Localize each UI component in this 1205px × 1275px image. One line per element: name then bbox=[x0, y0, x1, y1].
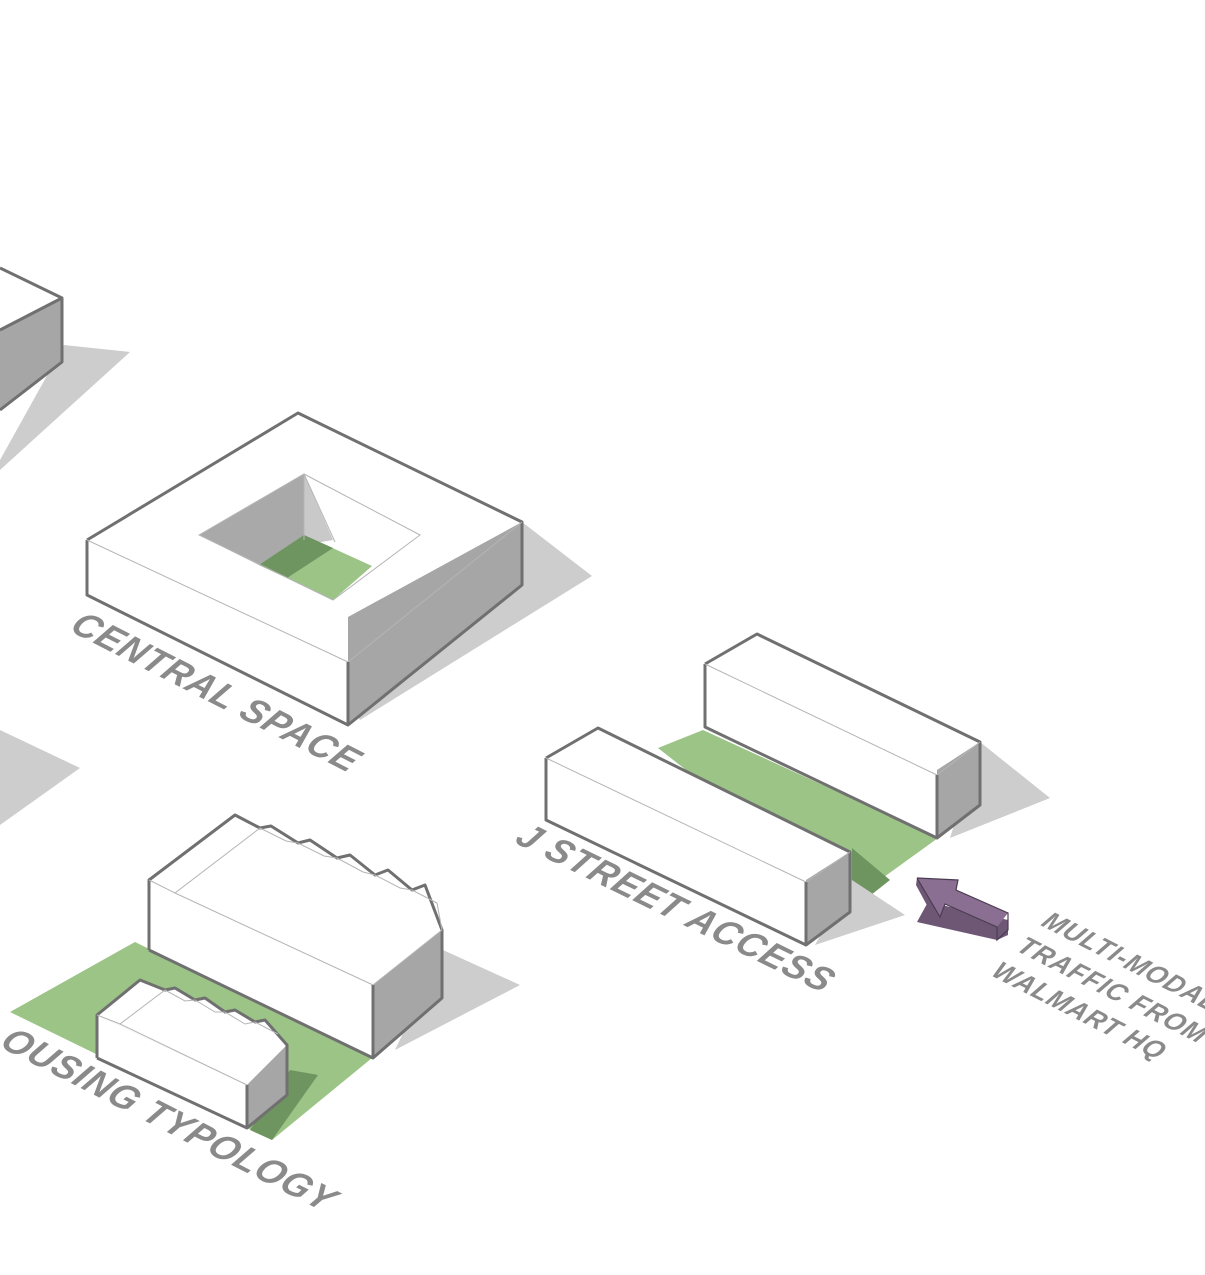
j-street-front-right bbox=[806, 852, 850, 945]
housing-back-right bbox=[373, 930, 442, 1058]
housing-front-front-face bbox=[97, 1015, 247, 1128]
traffic-arrow-icon bbox=[916, 877, 1009, 942]
block-top-left-partial bbox=[0, 266, 130, 470]
j-street-front-shadow bbox=[815, 880, 905, 945]
housing-green-shadow bbox=[250, 1070, 318, 1140]
housing-back-top bbox=[149, 815, 442, 985]
j-street-front-left bbox=[546, 758, 806, 945]
central-space-left-face bbox=[87, 540, 348, 725]
label-traffic: MULTI-MODAL TRAFFIC FROM WALMART HQ bbox=[986, 906, 1205, 1065]
courtyard-green-shadow bbox=[259, 535, 333, 578]
housing-typology-blocks bbox=[10, 813, 520, 1140]
housing-front-right bbox=[247, 1045, 287, 1128]
block-top-left-side bbox=[0, 298, 62, 410]
courtyard-wall-back bbox=[199, 474, 304, 565]
courtyard-wall-right bbox=[304, 474, 333, 545]
central-space-block bbox=[85, 411, 592, 727]
housing-back-shadow bbox=[395, 950, 520, 1050]
j-street-back-top bbox=[705, 634, 980, 770]
central-space-right-face bbox=[348, 522, 522, 725]
block-top-left-top bbox=[0, 268, 62, 330]
j-street-blocks bbox=[544, 632, 1050, 947]
j-street-back-right bbox=[937, 742, 980, 838]
j-street-back-left bbox=[705, 664, 937, 838]
housing-back-front-face bbox=[149, 880, 373, 1058]
block-mid-left-shadow bbox=[0, 730, 80, 825]
j-street-green-strip bbox=[658, 730, 938, 900]
block-top-left-shadow bbox=[0, 345, 130, 470]
housing-front-top bbox=[97, 980, 287, 1085]
j-street-front-top bbox=[546, 728, 850, 880]
